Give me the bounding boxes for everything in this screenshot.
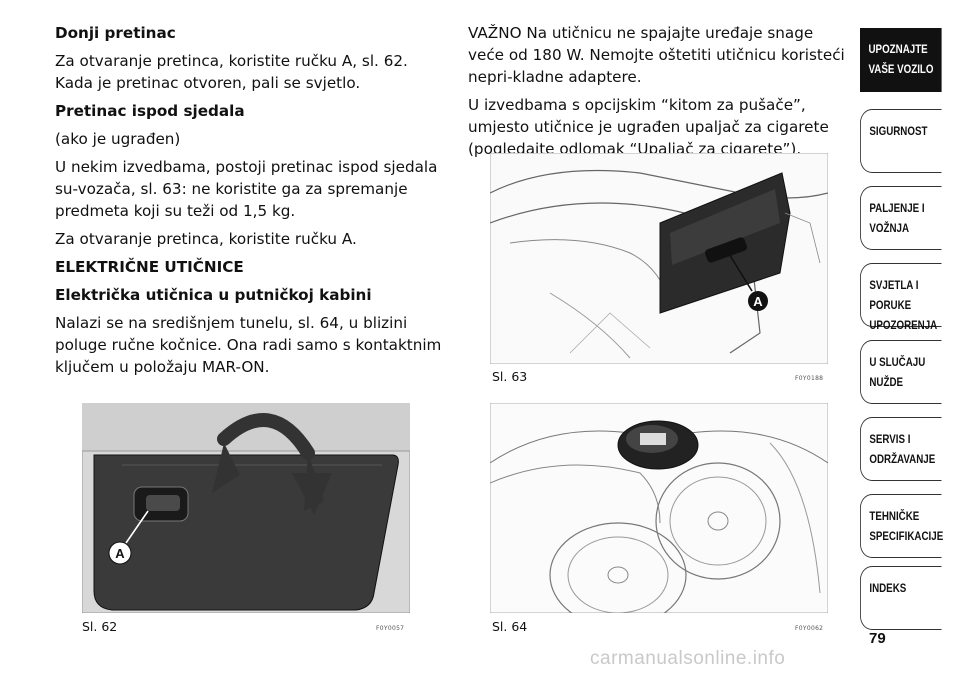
- heading-elektricka-uticnica: Električka utičnica u putničkoj kabini: [55, 286, 372, 304]
- tab-svjetla-poruke[interactable]: SVJETLA I PORUKE UPOZORENJA: [860, 263, 942, 332]
- chapter-sidebar: UPOZNAJTE VAŠE VOZILO SIGURNOST PALJENJE…: [860, 0, 960, 677]
- tab-label: UPOZORENJA: [869, 320, 938, 332]
- tab-u-slucaju-nuzde[interactable]: U SLUČAJU NUŽDE: [860, 340, 942, 404]
- tab-label: VOŽNJA: [869, 223, 910, 235]
- tab-label: SIGURNOST: [869, 126, 928, 138]
- label-a: A: [115, 546, 125, 561]
- tab-label: SPECIFIKACIJE: [869, 531, 944, 543]
- tab-label: TEHNIČKE: [869, 511, 920, 523]
- tab-tehnicke-specifikacije[interactable]: TEHNIČKE SPECIFIKACIJE: [860, 494, 944, 558]
- watermark: carmanualsonline.info: [590, 648, 786, 669]
- paragraph: U izvedbama s opcijskim “kitom za pušače…: [468, 96, 829, 158]
- code-63: F0Y0188: [795, 375, 824, 382]
- tab-paljenje-voznja[interactable]: PALJENJE I VOŽNJA: [860, 186, 942, 250]
- figure-62: A: [82, 403, 410, 613]
- glovebox-illustration: A: [82, 403, 410, 613]
- power-socket-illustration: [490, 403, 828, 613]
- heading-elektricne-uticnice: ELEKTRIČNE UTIČNICE: [55, 258, 244, 276]
- paragraph: (ako je ugrađen): [55, 130, 181, 148]
- tab-indeks[interactable]: INDEKS: [860, 566, 942, 630]
- heading-donji-pretinac: Donji pretinac: [55, 24, 176, 42]
- tab-label: INDEKS: [869, 583, 907, 595]
- caption-sl-64: Sl. 64: [492, 619, 528, 634]
- left-column: Donji pretinac Za otvaranje pretinca, ko…: [55, 22, 447, 384]
- figure-64: [490, 403, 828, 613]
- label-a: A: [753, 294, 763, 309]
- tab-label: U SLUČAJU: [869, 357, 926, 369]
- paragraph: U nekim izvedbama, postoji pretinac ispo…: [55, 158, 438, 220]
- paragraph: Za otvaranje pretinca, koristite ručku A…: [55, 230, 357, 248]
- tab-servis-odrzavanje[interactable]: SERVIS I ODRŽAVANJE: [860, 417, 942, 481]
- tab-sigurnost[interactable]: SIGURNOST: [860, 109, 942, 173]
- tab-label: PALJENJE I: [869, 203, 925, 215]
- tab-label: NUŽDE: [869, 377, 904, 389]
- seat-compartment-illustration: A: [490, 153, 828, 364]
- code-64: F0Y0062: [795, 625, 824, 632]
- tab-upoznajte-vase-vozilo[interactable]: UPOZNAJTE VAŠE VOZILO: [860, 28, 942, 92]
- tab-label: ODRŽAVANJE: [869, 454, 936, 466]
- heading-pretinac-ispod-sjedala: Pretinac ispod sjedala: [55, 102, 245, 120]
- tab-label: SVJETLA I PORUKE: [869, 280, 919, 312]
- paragraph: Nalazi se na središnjem tunelu, sl. 64, …: [55, 314, 442, 376]
- paragraph-important: VAŽNO Na utičnicu ne spajajte uređaje sn…: [468, 24, 845, 86]
- caption-sl-62: Sl. 62: [82, 619, 118, 634]
- right-column: VAŽNO Na utičnicu ne spajajte uređaje sn…: [468, 22, 852, 166]
- paragraph: Za otvaranje pretinca, koristite ručku A…: [55, 52, 408, 92]
- caption-sl-63: Sl. 63: [492, 369, 528, 384]
- tab-label: UPOZNAJTE: [868, 44, 928, 56]
- tab-label: VAŠE VOZILO: [868, 64, 934, 76]
- code-62: F0Y0057: [376, 625, 405, 632]
- figure-63: A: [490, 153, 828, 364]
- tab-label: SERVIS I: [869, 434, 911, 446]
- page-number: 79: [869, 630, 886, 647]
